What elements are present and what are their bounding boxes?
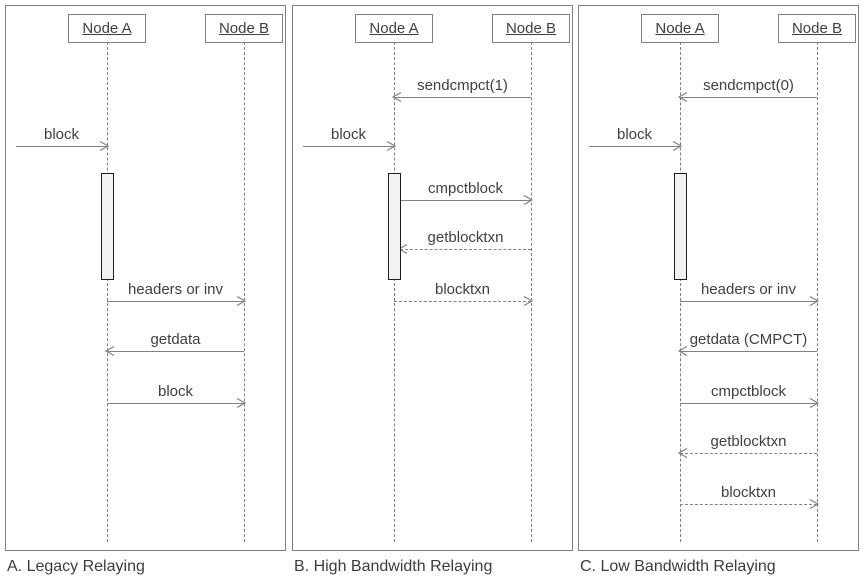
- message-label: block: [157, 383, 194, 400]
- message-label: block: [330, 126, 367, 143]
- message-label: getdata: [150, 331, 201, 348]
- message-label: getdata (CMPCT): [689, 331, 808, 348]
- message-label: headers or inv: [127, 281, 224, 298]
- lifeline-node-a: [107, 42, 108, 542]
- node-b-box: Node B: [778, 14, 856, 43]
- message-line: [680, 301, 817, 302]
- node-a-box: Node A: [68, 14, 146, 43]
- node-b-label: Node B: [505, 20, 557, 37]
- message-label: cmpctblock: [427, 180, 504, 197]
- message-label: block: [43, 126, 80, 143]
- message-line: [680, 351, 817, 352]
- node-a-box: Node A: [355, 14, 433, 43]
- node-a-label: Node A: [369, 20, 419, 37]
- activation-bar-node-a: [388, 173, 401, 280]
- arrowhead-right-icon: [236, 397, 246, 409]
- node-b-box: Node B: [205, 14, 283, 43]
- panel-frame: Node A Node B sendcmpct(0) block headers…: [578, 5, 859, 551]
- node-b-label: Node B: [791, 20, 843, 37]
- activation-bar-node-a: [674, 173, 687, 280]
- node-a-box: Node A: [641, 14, 719, 43]
- message-line: [107, 351, 244, 352]
- lifeline-node-b: [531, 42, 532, 542]
- node-b-label: Node B: [218, 20, 270, 37]
- message-label: sendcmpct(1): [417, 77, 508, 94]
- message-label: headers or inv: [700, 281, 797, 298]
- activation-bar-node-a: [101, 173, 114, 280]
- message-label: getblocktxn: [710, 433, 787, 450]
- panel-high-bandwidth-relaying: Node A Node B sendcmpct(1) block cmpctbl…: [292, 5, 573, 579]
- message-line: [680, 403, 817, 404]
- arrowhead-left-icon: [392, 91, 402, 103]
- node-a-label: Node A: [655, 20, 705, 37]
- message-label: blocktxn: [720, 484, 777, 501]
- message-line: [680, 97, 817, 98]
- message-line: [589, 146, 680, 147]
- message-label: sendcmpct(0): [703, 77, 794, 94]
- arrowhead-right-icon: [236, 295, 246, 307]
- panel-caption: A. Legacy Relaying: [7, 558, 145, 575]
- message-line: [400, 200, 531, 201]
- arrowhead-left-icon: [678, 91, 688, 103]
- arrowhead-left-icon: [678, 447, 688, 459]
- arrowhead-right-icon: [99, 140, 109, 152]
- message-label: block: [616, 126, 653, 143]
- panel-caption: C. Low Bandwidth Relaying: [580, 558, 776, 575]
- arrowhead-right-icon: [523, 295, 533, 307]
- lifeline-node-a: [680, 42, 681, 542]
- message-line: [680, 453, 817, 454]
- message-label: cmpctblock: [710, 383, 787, 400]
- message-line: [107, 301, 244, 302]
- lifeline-node-b: [244, 42, 245, 542]
- arrowhead-right-icon: [809, 498, 819, 510]
- node-a-label: Node A: [82, 20, 132, 37]
- panel-frame: Node A Node B sendcmpct(1) block cmpctbl…: [292, 5, 573, 551]
- arrowhead-right-icon: [672, 140, 682, 152]
- message-line: [16, 146, 107, 147]
- arrowhead-left-icon: [678, 345, 688, 357]
- message-line: [107, 403, 244, 404]
- message-line: [394, 97, 531, 98]
- arrowhead-left-icon: [105, 345, 115, 357]
- node-b-box: Node B: [492, 14, 570, 43]
- panel-legacy-relaying: Node A Node B block headers or inv getda…: [5, 5, 286, 579]
- lifeline-node-b: [817, 42, 818, 542]
- message-line: [394, 301, 531, 302]
- lifeline-node-a: [394, 42, 395, 542]
- message-line: [680, 504, 817, 505]
- arrowhead-right-icon: [386, 140, 396, 152]
- message-line: [303, 146, 394, 147]
- panel-frame: Node A Node B block headers or inv getda…: [5, 5, 286, 551]
- arrowhead-right-icon: [523, 194, 533, 206]
- panel-low-bandwidth-relaying: Node A Node B sendcmpct(0) block headers…: [578, 5, 859, 579]
- message-label: blocktxn: [434, 281, 491, 298]
- message-line: [400, 249, 531, 250]
- message-label: getblocktxn: [427, 229, 504, 246]
- arrowhead-right-icon: [809, 397, 819, 409]
- arrowhead-right-icon: [809, 295, 819, 307]
- panel-caption: B. High Bandwidth Relaying: [294, 558, 493, 575]
